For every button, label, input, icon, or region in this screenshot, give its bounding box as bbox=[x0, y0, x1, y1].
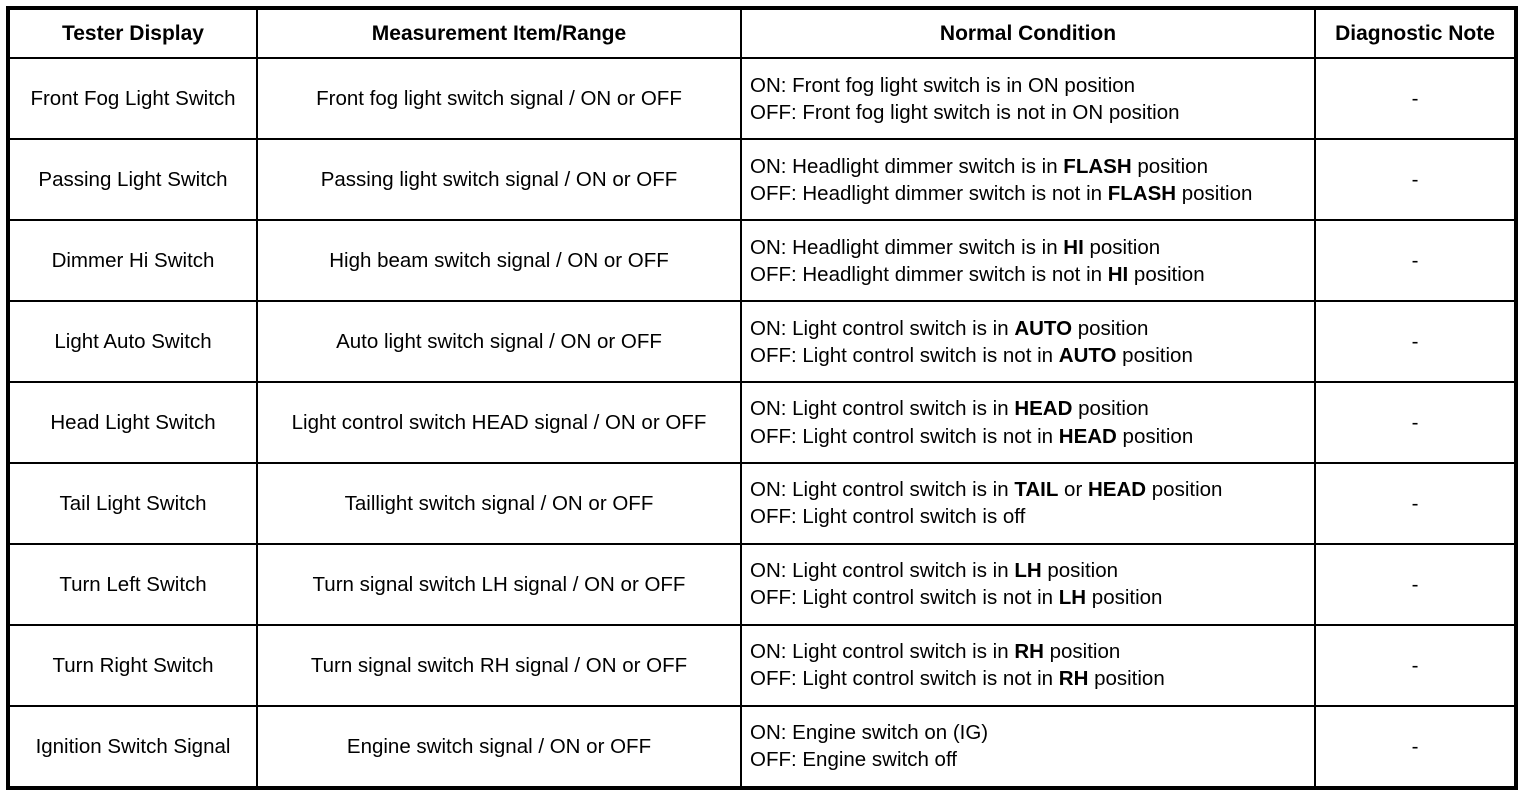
column-header-measurement-item-range: Measurement Item/Range bbox=[256, 6, 742, 60]
cell-normal-condition: ON: Light control switch is in RH positi… bbox=[740, 623, 1316, 707]
normal-condition-line: ON: Light control switch is in TAIL or H… bbox=[750, 478, 1223, 502]
cell-diagnostic-note: - bbox=[1314, 381, 1517, 464]
cell-diagnostic-note: - bbox=[1314, 623, 1517, 707]
cell-measurement-item-range: Auto light switch signal / ON or OFF bbox=[256, 300, 742, 384]
normal-condition-line: ON: Headlight dimmer switch is in FLASH … bbox=[750, 154, 1208, 178]
normal-condition-line: ON: Front fog light switch is in ON posi… bbox=[750, 73, 1136, 97]
cell-measurement-item-range: Passing light switch signal / ON or OFF bbox=[256, 138, 742, 222]
normal-condition-line: OFF: Engine switch off bbox=[750, 748, 957, 772]
cell-tester-display: Head Light Switch bbox=[7, 381, 258, 464]
normal-condition-line: ON: Light control switch is in RH positi… bbox=[750, 640, 1121, 664]
cell-measurement-item-range: Front fog light switch signal / ON or OF… bbox=[256, 57, 742, 141]
normal-condition-line: ON: Engine switch on (IG) bbox=[750, 721, 989, 745]
normal-condition-line: OFF: Light control switch is not in AUTO… bbox=[750, 343, 1193, 367]
cell-normal-condition: ON: Light control switch is in HEAD posi… bbox=[740, 381, 1316, 464]
cell-normal-condition: ON: Headlight dimmer switch is in FLASH … bbox=[740, 138, 1316, 222]
column-header-tester-display: Tester Display bbox=[7, 6, 258, 60]
cell-measurement-item-range: Taillight switch signal / ON or OFF bbox=[256, 461, 742, 545]
cell-measurement-item-range: Turn signal switch RH signal / ON or OFF bbox=[256, 623, 742, 707]
cell-measurement-item-range: Turn signal switch LH signal / ON or OFF bbox=[256, 542, 742, 626]
cell-tester-display: Ignition Switch Signal bbox=[7, 704, 258, 790]
cell-tester-display: Dimmer Hi Switch bbox=[7, 219, 258, 303]
cell-tester-display: Passing Light Switch bbox=[7, 138, 258, 222]
cell-tester-display: Front Fog Light Switch bbox=[7, 57, 258, 141]
cell-normal-condition: ON: Engine switch on (IG) OFF: Engine swi… bbox=[740, 704, 1316, 790]
column-header-normal-condition: Normal Condition bbox=[740, 6, 1316, 60]
table-header-row: Tester Display Measurement Item/Range No… bbox=[7, 6, 1517, 60]
cell-diagnostic-note: - bbox=[1314, 704, 1517, 790]
cell-normal-condition: ON: Light control switch is in AUTO posi… bbox=[740, 300, 1316, 384]
cell-measurement-item-range: Light control switch HEAD signal / ON or… bbox=[256, 381, 742, 464]
normal-condition-line: ON: Headlight dimmer switch is in HI pos… bbox=[750, 235, 1161, 259]
cell-tester-display: Turn Left Switch bbox=[7, 542, 258, 626]
normal-condition-line: ON: Light control switch is in HEAD posi… bbox=[750, 397, 1149, 421]
cell-normal-condition: ON: Headlight dimmer switch is in HI pos… bbox=[740, 219, 1316, 303]
cell-diagnostic-note: - bbox=[1314, 300, 1517, 384]
normal-condition-line: OFF: Headlight dimmer switch is not in H… bbox=[750, 262, 1205, 286]
tester-display-spec-table: Tester Display Measurement Item/Range No… bbox=[6, 6, 1518, 790]
cell-tester-display: Turn Right Switch bbox=[7, 623, 258, 707]
cell-normal-condition: ON: Front fog light switch is in ON posi… bbox=[740, 57, 1316, 141]
column-header-diagnostic-note: Diagnostic Note bbox=[1314, 6, 1517, 60]
normal-condition-line: OFF: Light control switch is not in RH p… bbox=[750, 667, 1165, 691]
cell-diagnostic-note: - bbox=[1314, 138, 1517, 222]
cell-tester-display: Light Auto Switch bbox=[7, 300, 258, 384]
normal-condition-line: OFF: Front fog light switch is not in ON… bbox=[750, 100, 1180, 124]
spec-table-container: Tester Display Measurement Item/Range No… bbox=[6, 6, 1518, 790]
cell-diagnostic-note: - bbox=[1314, 57, 1517, 141]
cell-normal-condition: ON: Light control switch is in LH positi… bbox=[740, 542, 1316, 626]
cell-diagnostic-note: - bbox=[1314, 219, 1517, 303]
cell-measurement-item-range: High beam switch signal / ON or OFF bbox=[256, 219, 742, 303]
normal-condition-line: OFF: Light control switch is off bbox=[750, 505, 1026, 529]
normal-condition-line: ON: Light control switch is in AUTO posi… bbox=[750, 316, 1149, 340]
normal-condition-line: ON: Light control switch is in LH positi… bbox=[750, 559, 1119, 583]
cell-normal-condition: ON: Light control switch is in TAIL or H… bbox=[740, 461, 1316, 545]
normal-condition-line: OFF: Headlight dimmer switch is not in F… bbox=[750, 181, 1253, 205]
cell-measurement-item-range: Engine switch signal / ON or OFF bbox=[256, 704, 742, 790]
normal-condition-line: OFF: Light control switch is not in LH p… bbox=[750, 586, 1163, 610]
normal-condition-line: OFF: Light control switch is not in HEAD… bbox=[750, 424, 1194, 448]
table-header: Tester Display Measurement Item/Range No… bbox=[7, 6, 1517, 60]
cell-diagnostic-note: - bbox=[1314, 542, 1517, 626]
cell-diagnostic-note: - bbox=[1314, 461, 1517, 545]
cell-tester-display: Tail Light Switch bbox=[7, 461, 258, 545]
